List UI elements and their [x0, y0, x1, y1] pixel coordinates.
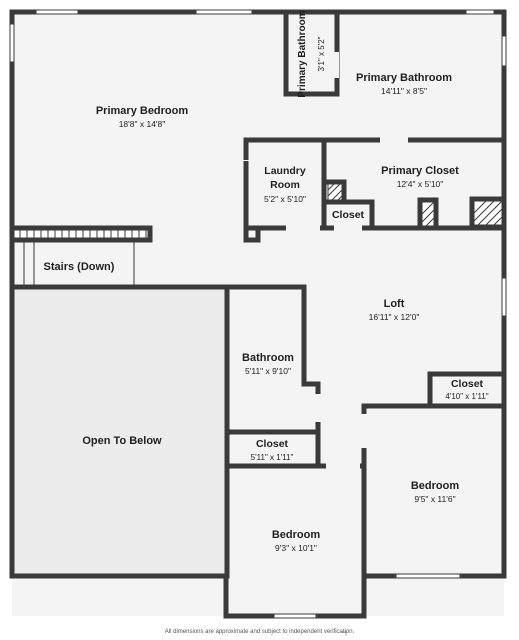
- laundry-name-line2: Room: [270, 179, 300, 191]
- loft-name: Loft: [384, 298, 405, 310]
- openings: [162, 52, 408, 469]
- windows: [9, 9, 507, 619]
- disclaimer-text: All dimensions are approximate and subje…: [164, 629, 355, 635]
- primary-bathroom-dims: 14'11" x 8'5": [381, 86, 427, 96]
- closet-right-dims: 4'10" x 1'11": [445, 392, 488, 401]
- open-to-below-area: [12, 288, 225, 576]
- bedroom-right-dims: 9'5" x 11'6": [414, 494, 455, 504]
- open-to-below-name: Open To Below: [82, 435, 162, 447]
- bathroom-name: Bathroom: [242, 352, 294, 364]
- primary-bedroom-name: Primary Bedroom: [96, 105, 189, 117]
- bathroom-dims: 5'11" x 9'10": [245, 366, 291, 376]
- loft-dims: 16'11" x 12'0": [369, 312, 420, 322]
- room-labels: Primary Bedroom 18'8" x 14'8" Primary Ba…: [44, 10, 489, 553]
- closet-middle-name: Closet: [256, 438, 289, 450]
- closet-small-name: Closet: [332, 209, 365, 221]
- bedroom-right-name: Bedroom: [411, 480, 460, 492]
- primary-closet-dims: 12'4" x 5'10": [397, 179, 444, 189]
- primary-bedroom-dims: 18'8" x 14'8": [119, 119, 166, 129]
- primary-bathroom-small-dims: 3'1" x 5'2": [317, 36, 326, 71]
- closet-middle-dims: 5'11" x 1'11": [251, 453, 294, 462]
- closet-right-name: Closet: [451, 378, 484, 390]
- bedroom-bottom-name: Bedroom: [272, 529, 321, 541]
- laundry-name-line1: Laundry: [264, 165, 306, 177]
- scale-mark-icon: [342, 631, 347, 636]
- primary-bathroom-name: Primary Bathroom: [356, 72, 452, 84]
- primary-closet-name: Primary Closet: [381, 165, 459, 177]
- bedroom-bottom-dims: 9'3" x 10'1": [275, 543, 317, 553]
- stairs-name: Stairs (Down): [44, 261, 115, 273]
- primary-bathroom-small-name: Primary Bathroom: [297, 10, 308, 97]
- laundry-dims: 5'2" x 5'10": [264, 194, 306, 204]
